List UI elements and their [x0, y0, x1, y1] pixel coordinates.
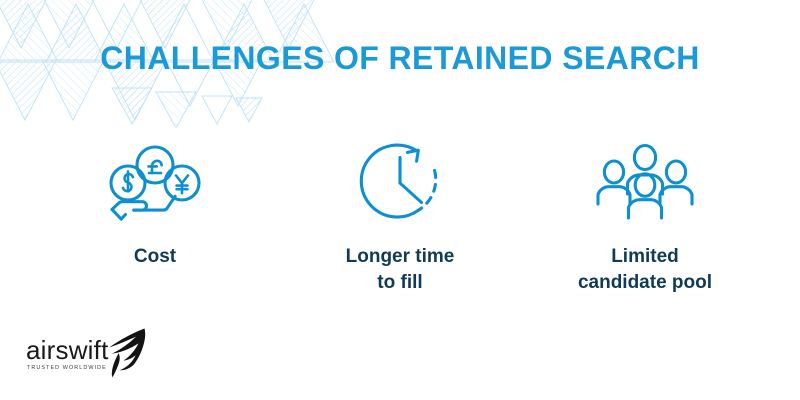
- page-title: CHALLENGES OF RETAINED SEARCH: [100, 40, 700, 76]
- challenge-label-pool: Limited candidate pool: [577, 246, 713, 293]
- airswift-logo: airswift TRUSTED WORLDWIDE: [26, 326, 156, 378]
- clock-arrow-icon: [354, 135, 446, 230]
- challenge-item-pool: Limited candidate pool: [530, 135, 760, 295]
- challenge-label-cost: Cost: [133, 246, 177, 267]
- challenge-columns: Cost Longer time to fill: [40, 135, 760, 295]
- challenge-item-time: Longer time to fill: [285, 135, 515, 295]
- challenge-item-cost: Cost: [40, 135, 270, 270]
- logo-tagline: TRUSTED WORLDWIDE: [27, 365, 107, 371]
- challenge-label-time: Longer time to fill: [345, 246, 455, 293]
- coins-in-hand-icon: [103, 135, 207, 230]
- logo-wordmark: airswift: [26, 335, 109, 365]
- swift-bird-icon: [109, 328, 146, 378]
- group-of-people-icon: [590, 135, 700, 230]
